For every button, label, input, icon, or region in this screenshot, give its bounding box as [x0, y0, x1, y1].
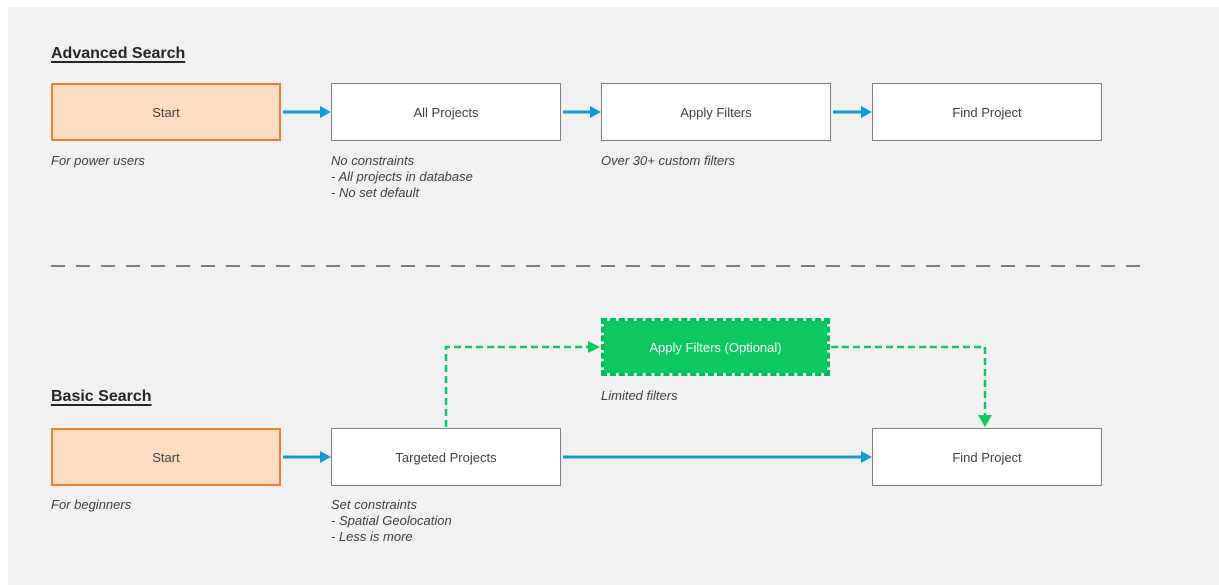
caption-basic-start: For beginners: [51, 497, 132, 512]
caption-line: - Spatial Geolocation: [331, 513, 452, 528]
left-margin-strip: [0, 0, 8, 585]
flow-node-apply-filters-optional: Apply Filters (Optional): [601, 318, 830, 376]
flow-node-targeted-projects: Targeted Projects: [331, 428, 561, 486]
caption-line: Set constraints: [331, 497, 417, 512]
caption-advanced-start: For power users: [51, 153, 145, 168]
caption-line: - Less is more: [331, 529, 413, 544]
caption-all-projects: No constraints - All projects in databas…: [331, 153, 473, 201]
arrow-targeted-projects-to-find-project: [563, 451, 872, 463]
arrow-start-to-all-projects: [283, 106, 331, 118]
caption-apply-filters: Over 30+ custom filters: [601, 153, 736, 168]
flow-node-advanced-find-project: Find Project: [872, 83, 1102, 141]
caption-line: - No set default: [331, 185, 420, 200]
arrow-apply-filters-to-find-project: [833, 106, 872, 118]
flow-node-advanced-start: Start: [51, 83, 281, 141]
arrow-start-to-targeted-projects: [283, 451, 331, 463]
caption-line: No constraints: [331, 153, 415, 168]
flow-node-all-projects: All Projects: [331, 83, 561, 141]
flow-node-basic-start: Start: [51, 428, 281, 486]
arrow-all-projects-to-apply-filters: [563, 106, 601, 118]
dashed-arrow-targeted-projects-to-optional-filters: [444, 341, 600, 427]
caption-optional-filters: Limited filters: [601, 388, 678, 403]
dashed-arrow-optional-filters-to-find-project: [831, 345, 992, 427]
flow-node-apply-filters: Apply Filters: [601, 83, 831, 141]
caption-targeted-projects: Set constraints - Spatial Geolocation - …: [331, 497, 452, 545]
top-margin-strip: [0, 0, 1219, 7]
basic-search-title: Basic Search: [51, 388, 152, 405]
advanced-search-title: Advanced Search: [51, 45, 186, 62]
caption-line: - All projects in database: [331, 169, 473, 184]
flow-node-basic-find-project: Find Project: [872, 428, 1102, 486]
